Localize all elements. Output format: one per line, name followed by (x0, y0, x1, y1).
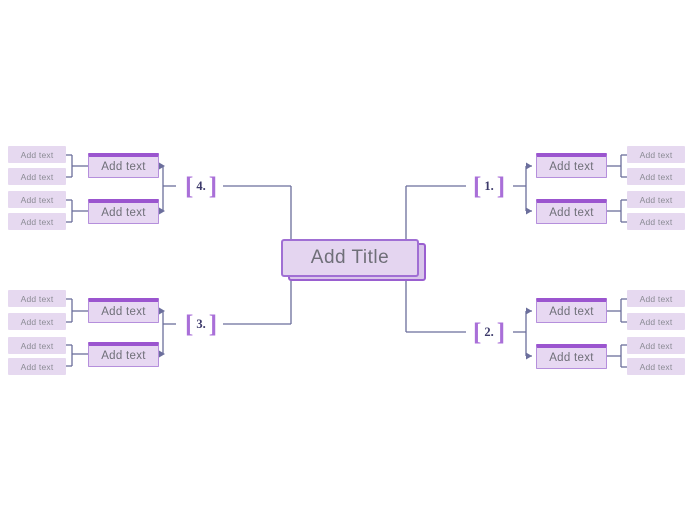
branch2-leaf-1-2[interactable]: Add text (627, 313, 685, 330)
node-label: Add text (20, 149, 54, 160)
branch3-leaf-2-2[interactable]: Add text (8, 358, 66, 375)
branch-number-2: 2. (484, 324, 494, 339)
node-label: Add text (639, 171, 673, 182)
branch4-leaf-2-2[interactable]: Add text (8, 213, 66, 230)
node-label: Add text (20, 293, 54, 304)
branch1-leaf-1-2[interactable]: Add text (627, 168, 685, 185)
node-label: Add text (101, 306, 146, 318)
branch4-mid-node-2[interactable]: Add text (88, 199, 159, 224)
node-label: Add text (20, 216, 54, 227)
branch-number-1: 1. (484, 178, 494, 193)
branch2-leaf-2-2[interactable]: Add text (627, 358, 685, 375)
node-label: Add text (549, 207, 594, 219)
bracket-open-icon: [ (472, 172, 482, 200)
branch2-leaf-1-1[interactable]: Add text (627, 290, 685, 307)
branch4-leaf-1-1[interactable]: Add text (8, 146, 66, 163)
node-label: Add text (639, 194, 673, 205)
node-label: Add text (101, 350, 146, 362)
node-label: Add text (639, 149, 673, 160)
node-label: Add text (549, 352, 594, 364)
branch1-mid-node-1[interactable]: Add text (536, 153, 607, 178)
branch1-leaf-2-2[interactable]: Add text (627, 213, 685, 230)
node-label: Add text (101, 207, 146, 219)
node-label: Add text (20, 194, 54, 205)
branch2-mid-node-1[interactable]: Add text (536, 298, 607, 323)
node-label: Add text (639, 361, 673, 372)
title-node-label: Add Title (310, 247, 390, 268)
branch4-mid-node-1[interactable]: Add text (88, 153, 159, 178)
node-label: Add text (639, 316, 673, 327)
node-label: Add text (101, 161, 146, 173)
branch-number-4: 4. (196, 178, 206, 193)
node-label: Add text (639, 340, 673, 351)
branch3-mid-node-2[interactable]: Add text (88, 342, 159, 367)
branch2-leaf-2-1[interactable]: Add text (627, 337, 685, 354)
branch3-leaf-1-2[interactable]: Add text (8, 313, 66, 330)
branch1-leaf-1-1[interactable]: Add text (627, 146, 685, 163)
branch-marker-4[interactable]: [ 4. ] (178, 172, 224, 200)
title-node[interactable]: Add Title (281, 239, 419, 277)
node-label: Add text (549, 306, 594, 318)
node-label: Add text (20, 171, 54, 182)
node-label: Add text (20, 316, 54, 327)
branch2-mid-node-2[interactable]: Add text (536, 344, 607, 369)
bracket-close-icon: ] (496, 172, 506, 200)
node-label: Add text (20, 340, 54, 351)
branch-number-3: 3. (196, 316, 206, 331)
bracket-open-icon: [ (184, 172, 194, 200)
branch-marker-2[interactable]: [ 2. ] (466, 318, 512, 346)
branch4-leaf-2-1[interactable]: Add text (8, 191, 66, 208)
branch-marker-3[interactable]: [ 3. ] (178, 310, 224, 338)
branch4-leaf-1-2[interactable]: Add text (8, 168, 66, 185)
branch1-leaf-2-1[interactable]: Add text (627, 191, 685, 208)
branch3-leaf-2-1[interactable]: Add text (8, 337, 66, 354)
branch3-mid-node-1[interactable]: Add text (88, 298, 159, 323)
bracket-close-icon: ] (496, 318, 506, 346)
bracket-open-icon: [ (184, 310, 194, 338)
bracket-close-icon: ] (208, 172, 218, 200)
node-label: Add text (549, 161, 594, 173)
branch-marker-1[interactable]: [ 1. ] (466, 172, 512, 200)
node-label: Add text (20, 361, 54, 372)
bracket-close-icon: ] (208, 310, 218, 338)
branch1-mid-node-2[interactable]: Add text (536, 199, 607, 224)
node-label: Add text (639, 216, 673, 227)
branch3-leaf-1-1[interactable]: Add text (8, 290, 66, 307)
bracket-open-icon: [ (472, 318, 482, 346)
node-label: Add text (639, 293, 673, 304)
